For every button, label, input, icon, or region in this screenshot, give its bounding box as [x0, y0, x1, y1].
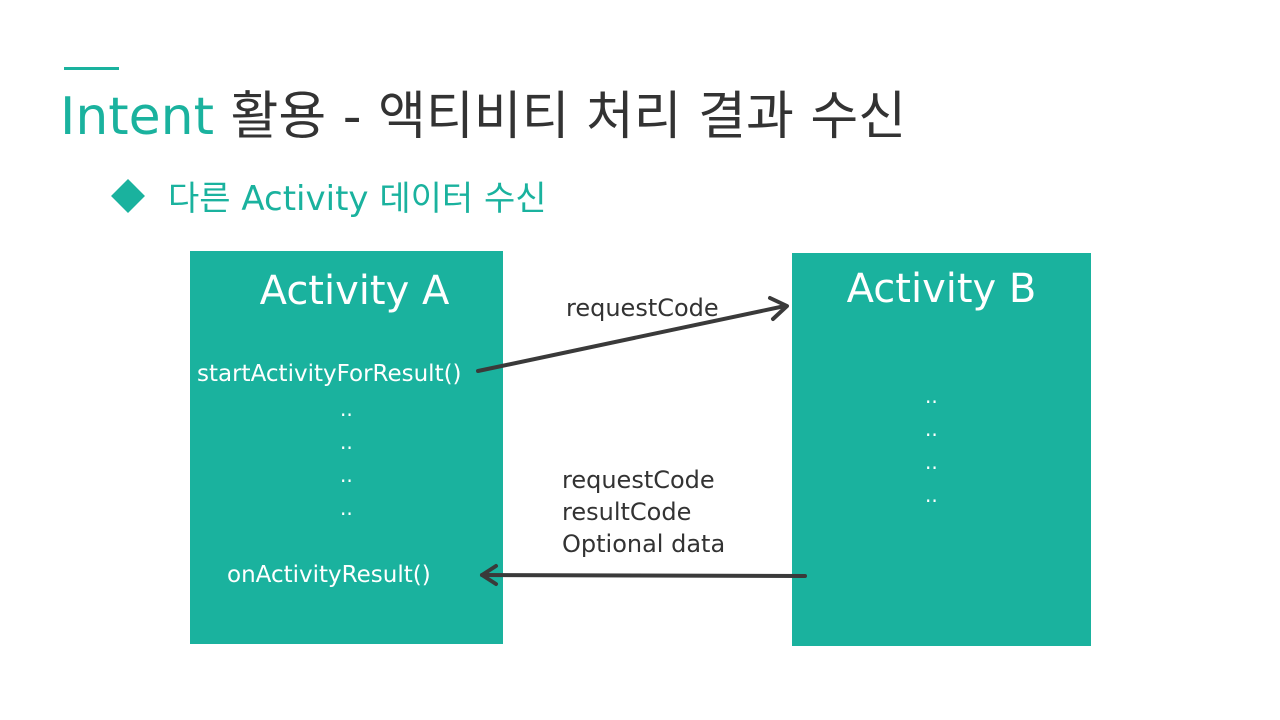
title-accent-line — [64, 67, 119, 70]
activity-b-dot-3: .. — [925, 450, 938, 474]
result-label-request-code: requestCode — [562, 466, 715, 494]
activity-a-box: Activity A startActivityForResult() .. .… — [190, 251, 503, 644]
title-rest: 활용 - 액티비티 처리 결과 수신 — [214, 87, 907, 147]
request-arrowhead-icon — [768, 296, 789, 321]
title-keyword: Intent — [60, 87, 215, 147]
activity-a-title: Activity A — [259, 268, 450, 314]
activity-a-dot-3: .. — [340, 463, 353, 487]
activity-b-title: Activity B — [846, 266, 1037, 312]
result-label-result-code: resultCode — [562, 498, 692, 526]
start-activity-for-result-text: startActivityForResult() — [197, 361, 462, 387]
subtitle-text: 다른 Activity 데이터 수신 — [168, 179, 547, 219]
result-label-optional-data: Optional data — [562, 530, 726, 558]
activity-b-dot-1: .. — [925, 384, 938, 408]
result-arrow — [480, 564, 807, 586]
request-arrow-label: requestCode — [566, 294, 719, 322]
result-arrowhead-icon — [480, 564, 498, 586]
activity-a-dot-1: .. — [340, 397, 353, 421]
activity-b-dot-2: .. — [925, 417, 938, 441]
slide-title: Intent 활용 - 액티비티 처리 결과 수신 — [60, 74, 906, 149]
activity-b-box: Activity B .. .. .. .. — [792, 253, 1091, 646]
activity-b-dot-4: .. — [925, 483, 938, 507]
slide-subtitle: 다른 Activity 데이터 수신 — [110, 171, 547, 220]
on-activity-result-text: onActivityResult() — [227, 562, 431, 588]
activity-a-dot-4: .. — [340, 496, 353, 520]
activity-a-dot-2: .. — [340, 430, 353, 454]
request-arrow — [476, 296, 789, 373]
